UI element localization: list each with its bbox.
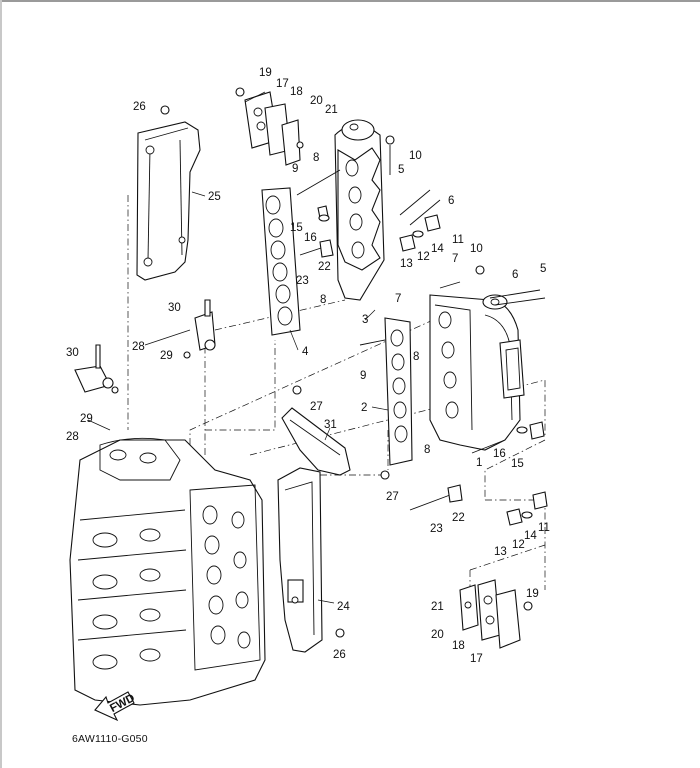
- exhaust-cover-part-24: [277, 467, 323, 653]
- callout-19b: 19: [526, 588, 539, 600]
- callout-28a: 28: [132, 341, 145, 353]
- callout-5a: 5: [398, 164, 404, 176]
- callout-18b: 18: [452, 640, 465, 652]
- callout-12b: 12: [512, 539, 525, 551]
- callout-22a: 22: [318, 261, 331, 273]
- frame-left-border: [0, 0, 2, 768]
- callout-19a: 19: [259, 67, 272, 79]
- thermostat-cover-lower: [459, 579, 533, 649]
- callout-4: 4: [302, 346, 309, 358]
- callout-7b: 7: [452, 253, 458, 265]
- callout-30b: 30: [66, 347, 79, 359]
- callout-27b: 27: [386, 491, 399, 503]
- callout-6b: 6: [512, 269, 518, 281]
- callout-1: 1: [476, 457, 482, 469]
- callout-3: 3: [362, 314, 368, 326]
- callout-31: 31: [324, 419, 337, 431]
- callout-23a: 23: [296, 275, 309, 287]
- callout-20a: 20: [310, 95, 323, 107]
- callout-9a: 9: [292, 163, 298, 175]
- callout-2: 2: [361, 402, 367, 414]
- callout-26a: 26: [133, 101, 146, 113]
- callout-10b: 10: [470, 243, 483, 255]
- callout-5b: 5: [540, 263, 546, 275]
- gasket-part-4: [261, 187, 301, 336]
- callout-27a: 27: [310, 401, 323, 413]
- callout-12a: 12: [417, 251, 430, 263]
- bolts-and-studs: [160, 105, 548, 638]
- sensor-assembly-lower: [74, 344, 119, 394]
- callout-16b: 16: [493, 448, 506, 460]
- callout-6a: 6: [448, 195, 454, 207]
- callout-16a: 16: [304, 232, 317, 244]
- frame-top-border: [0, 0, 700, 2]
- callout-15b: 15: [511, 458, 524, 470]
- callout-8a: 8: [313, 152, 319, 164]
- thermostat-cover-upper: [235, 87, 304, 166]
- seal-part-31: [281, 407, 351, 476]
- callout-11b: 11: [538, 522, 550, 534]
- callout-13a: 13: [400, 258, 413, 270]
- callout-22b: 22: [452, 512, 465, 524]
- exhaust-cover-part-25: [136, 121, 201, 281]
- callout-23b: 23: [430, 523, 443, 535]
- callout-11a: 11: [452, 234, 464, 246]
- callout-15a: 15: [290, 222, 303, 234]
- callout-28b: 28: [66, 431, 79, 443]
- callout-9b: 9: [360, 370, 366, 382]
- callout-8b: 8: [320, 294, 326, 306]
- callout-8c: 8: [413, 351, 419, 363]
- gasket-part-2: [384, 317, 413, 466]
- leader-lines: [87, 91, 506, 604]
- callout-17a: 17: [276, 78, 289, 90]
- callout-7a: 7: [395, 293, 401, 305]
- engine-block: [69, 437, 266, 706]
- callout-18a: 18: [290, 86, 303, 98]
- callout-29b: 29: [80, 413, 93, 425]
- callout-13b: 13: [494, 546, 507, 558]
- callout-30a: 30: [168, 302, 181, 314]
- exhaust-manifold-part-3: [334, 119, 385, 301]
- callout-21a: 21: [325, 104, 338, 116]
- callout-29a: 29: [160, 350, 173, 362]
- callout-10a: 10: [409, 150, 422, 162]
- callout-20b: 20: [431, 629, 444, 641]
- callout-numbers: 1 2 3 4 5 5 6 6 7 7 8 8 8 8 9 9 10 10 11…: [66, 67, 550, 665]
- sensor-assembly-upper: [183, 299, 216, 359]
- callout-24: 24: [337, 601, 350, 613]
- callout-17b: 17: [470, 653, 483, 665]
- callout-26b: 26: [333, 649, 346, 661]
- callout-14b: 14: [524, 530, 537, 542]
- exhaust-manifold-part-1: [429, 294, 525, 451]
- callout-14a: 14: [431, 243, 444, 255]
- callout-25: 25: [208, 191, 221, 203]
- diagram-code: 6AW1110-G050: [72, 733, 148, 745]
- callout-21b: 21: [431, 601, 444, 613]
- callout-8d: 8: [424, 444, 430, 456]
